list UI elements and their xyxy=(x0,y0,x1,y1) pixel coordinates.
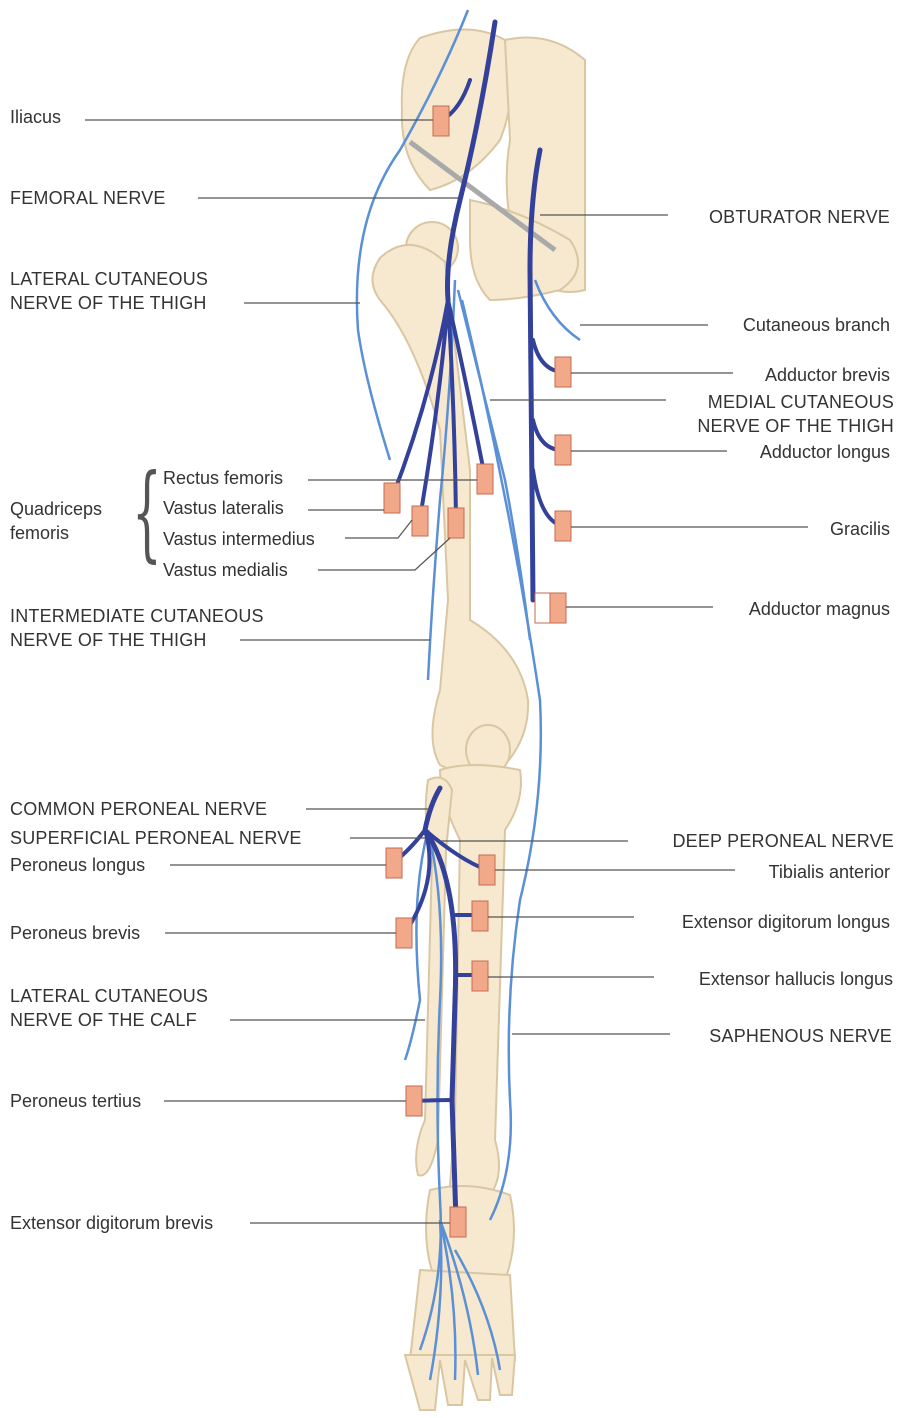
marker-adductor-longus xyxy=(555,435,571,465)
marker-vastus-lateralis xyxy=(384,483,400,513)
label-quadriceps-line2: femoris xyxy=(10,521,69,545)
marker-peroneus-longus xyxy=(386,848,402,878)
marker-ext-digitorum-longus xyxy=(472,901,488,931)
label-iliacus: Iliacus xyxy=(10,105,61,129)
label-rectus-femoris: Rectus femoris xyxy=(163,466,283,490)
label-quadriceps-line1: Quadriceps xyxy=(10,497,102,521)
label-peroneus-longus: Peroneus longus xyxy=(10,853,145,877)
marker-vastus-medialis xyxy=(448,508,464,538)
label-gracilis: Gracilis xyxy=(830,517,890,541)
marker-tibialis-anterior xyxy=(479,855,495,885)
label-common-peroneal: COMMON PERONEAL NERVE xyxy=(10,797,267,821)
leader-vastus-intermedius xyxy=(345,520,412,538)
marker-ext-hallucis-longus xyxy=(472,961,488,991)
label-lat-cut-calf-line1: LATERAL CUTANEOUS xyxy=(10,984,208,1008)
bones xyxy=(373,29,586,1410)
marker-vastus-intermedius xyxy=(412,506,428,536)
foot-metatarsals xyxy=(410,1270,515,1360)
label-femoral-nerve: FEMORAL NERVE xyxy=(10,186,166,210)
label-ext-digitorum-longus: Extensor digitorum longus xyxy=(682,910,890,934)
label-peroneus-tertius: Peroneus tertius xyxy=(10,1089,141,1113)
leader-vastus-medialis xyxy=(318,538,450,570)
marker-gracilis xyxy=(555,511,571,541)
marker-rectus-femoris xyxy=(477,464,493,494)
marker-adductor-brevis xyxy=(555,357,571,387)
marker-adductor-magnus-white xyxy=(535,593,551,623)
label-adductor-brevis: Adductor brevis xyxy=(765,363,890,387)
marker-adductor-magnus xyxy=(550,593,566,623)
marker-iliacus xyxy=(433,106,449,136)
label-vastus-intermedius: Vastus intermedius xyxy=(163,527,315,551)
label-adductor-magnus: Adductor magnus xyxy=(749,597,890,621)
label-superficial-peroneal: SUPERFICIAL PERONEAL NERVE xyxy=(10,826,302,850)
label-saphenous-nerve: SAPHENOUS NERVE xyxy=(709,1024,892,1048)
label-vastus-lateralis: Vastus lateralis xyxy=(163,496,284,520)
label-peroneus-brevis: Peroneus brevis xyxy=(10,921,140,945)
marker-peroneus-tertius xyxy=(406,1086,422,1116)
label-vastus-medialis: Vastus medialis xyxy=(163,558,288,582)
label-lat-cut-thigh-line1: LATERAL CUTANEOUS xyxy=(10,267,208,291)
label-int-cut-thigh-line1: INTERMEDIATE CUTANEOUS xyxy=(10,604,264,628)
marker-ext-digitorum-brevis xyxy=(450,1207,466,1237)
label-int-cut-thigh-line2: NERVE OF THE THIGH xyxy=(10,628,207,652)
label-tibialis-anterior: Tibialis anterior xyxy=(769,860,890,884)
quadriceps-brace: { xyxy=(132,460,162,564)
label-ext-digitorum-brevis: Extensor digitorum brevis xyxy=(10,1211,213,1235)
label-deep-peroneal: DEEP PERONEAL NERVE xyxy=(672,829,894,853)
label-lat-cut-thigh-line2: NERVE OF THE THIGH xyxy=(10,291,207,315)
label-adductor-longus: Adductor longus xyxy=(760,440,890,464)
label-med-cut-thigh-line1: MEDIAL CUTANEOUS xyxy=(708,390,894,414)
label-lat-cut-calf-line2: NERVE OF THE CALF xyxy=(10,1008,197,1032)
label-obturator-nerve: OBTURATOR NERVE xyxy=(709,205,890,229)
label-ext-hallucis-longus: Extensor hallucis longus xyxy=(699,967,893,991)
label-med-cut-thigh-line2: NERVE OF THE THIGH xyxy=(697,414,894,438)
marker-peroneus-brevis xyxy=(396,918,412,948)
label-cutaneous-branch: Cutaneous branch xyxy=(743,313,890,337)
